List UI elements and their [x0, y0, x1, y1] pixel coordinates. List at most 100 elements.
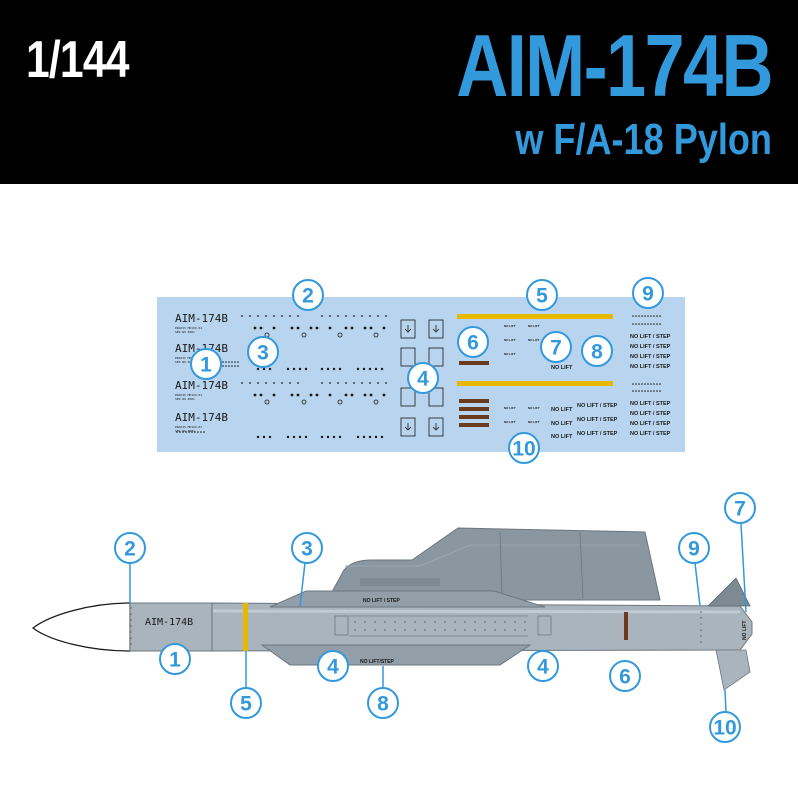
dot-row-1b: [256, 367, 384, 371]
svg-text:7: 7: [734, 498, 746, 521]
missile-upper-fin: [707, 577, 751, 607]
svg-text:4: 4: [537, 656, 549, 679]
page-subtitle: w F/A-18 Pylon: [515, 115, 772, 164]
svg-text:8: 8: [377, 693, 389, 716]
dot-row-1d: [256, 435, 384, 439]
stencil-small: NO LIFT: [504, 352, 516, 356]
stencil-no-lift-step: NO LIFT / STEP: [630, 334, 671, 340]
callout-sheet-10: 10: [508, 432, 540, 464]
callout-sheet-4: 4: [407, 362, 439, 394]
callout-sheet-7: 7: [540, 331, 572, 363]
dot-row-3b: [253, 393, 386, 397]
dot-row-2: [241, 315, 387, 317]
header-bar: 1/144 AIM-174B w F/A-18 Pylon: [0, 0, 798, 184]
decal-no-lift-stencils: NO LIFT NO LIFT NO LIFT NO LIFT NO LIFT …: [551, 365, 618, 440]
dot-row-2b: [241, 382, 387, 384]
callout-sheet-6: 6: [457, 326, 489, 358]
svg-text:3: 3: [257, 342, 269, 365]
missile-lower-fin: [715, 649, 751, 691]
small-circle-markers: [264, 332, 379, 405]
decal-name-3: AIM-174B: [175, 379, 228, 392]
svg-text:3: 3: [301, 538, 313, 561]
pylon-illustration: [332, 527, 661, 601]
svg-text:2: 2: [124, 538, 136, 561]
svg-text:6: 6: [467, 332, 479, 355]
missile-yellow-band: [243, 603, 248, 651]
decal-name-4: AIM-174B: [175, 411, 228, 424]
missile-radome: [32, 602, 131, 652]
decal-small-text: PRAXIS MK1XX-01: [175, 326, 202, 330]
stencil-small: NO LIFT: [504, 406, 516, 410]
stencil-small: NO LIFT: [528, 406, 540, 410]
decal-name-1: AIM-174B: [175, 312, 228, 325]
stencil-no-lift-step: NO LIFT / STEP: [630, 401, 671, 407]
stencil-no-lift-step: NO LIFT / STEP: [630, 431, 671, 437]
callout-sheet-9: 9: [632, 277, 664, 309]
stencil-no-lift-step: NO LIFT / STEP: [630, 364, 671, 370]
page-title: AIM-174B: [456, 16, 773, 115]
decal-brown-stripes: [459, 361, 489, 427]
svg-text:8: 8: [591, 341, 603, 364]
pylon-stencil-top: NO LIFT / STEP: [363, 598, 400, 604]
callout-side-2: 2: [114, 532, 146, 564]
stencil-no-lift: NO LIFT: [551, 434, 573, 440]
callout-side-5: 5: [230, 687, 262, 719]
stencil-no-lift: NO LIFT: [551, 421, 573, 427]
callout-side-10: 10: [709, 711, 741, 743]
missile-name-stencil: AIM-174B: [145, 617, 193, 628]
callout-side-3: 3: [291, 532, 323, 564]
callout-side-4a: 4: [317, 650, 349, 682]
decal-small-text: PRAXIS MK1XX-01: [175, 425, 202, 429]
svg-text:7: 7: [550, 337, 562, 360]
callout-sheet-8: 8: [581, 335, 613, 367]
stencil-no-lift-step: NO LIFT / STEP: [630, 421, 671, 427]
decal-small-text: SER NO 0001: [175, 397, 195, 401]
decal-small-text: SER NO 0001: [175, 360, 195, 364]
callout-sheet-5: 5: [526, 279, 558, 311]
fin-stencil: NO LIFT: [742, 621, 748, 640]
dot-row-3a: [253, 326, 386, 330]
missile-illustration: AIM-174B NO LIFT / STEP NO LIFT/STEP NO …: [32, 577, 753, 691]
pylon-lower-fairing: [260, 644, 532, 666]
stencil-small: NO LIFT: [528, 324, 540, 328]
svg-text:1: 1: [169, 649, 181, 672]
callout-sheet-1: 1: [190, 348, 222, 380]
callout-side-6: 6: [609, 660, 641, 692]
svg-text:5: 5: [536, 285, 548, 308]
stencil-no-lift-step: NO LIFT / STEP: [577, 431, 618, 437]
stencil-small: NO LIFT: [504, 420, 516, 424]
stencil-small: NO LIFT: [528, 420, 540, 424]
pylon-top-fairing: [269, 590, 546, 608]
stencil-no-lift-step: NO LIFT / STEP: [630, 354, 671, 360]
decal-small-text: SER NO 0001: [175, 429, 195, 433]
svg-text:9: 9: [688, 538, 700, 561]
decal-yellow-stripes: [457, 314, 613, 386]
stencil-no-lift: NO LIFT: [551, 407, 573, 413]
svg-text:10: 10: [713, 717, 736, 740]
decal-small-stencils: NO LIFT NO LIFT NO LIFT NO LIFT NO LIFT …: [504, 324, 540, 424]
svg-text:2: 2: [302, 285, 314, 308]
scale-label: 1/144: [26, 31, 129, 89]
decal-small-text: PRAXIS MK1XX-01: [175, 356, 202, 360]
stencil-no-lift-step: NO LIFT / STEP: [630, 344, 671, 350]
svg-text:1: 1: [200, 354, 212, 377]
svg-text:10: 10: [512, 438, 535, 461]
stencil-small: NO LIFT: [504, 338, 516, 342]
callout-sheet-2: 2: [292, 279, 324, 311]
decal-small-text: PRAXIS MK1XX-01: [175, 393, 202, 397]
callout-side-4b: 4: [527, 650, 559, 682]
stencil-no-lift-step: NO LIFT / STEP: [630, 411, 671, 417]
stencil-no-lift-step: NO LIFT / STEP: [577, 403, 618, 409]
svg-text:4: 4: [327, 656, 339, 679]
dot-grid-1: [176, 361, 239, 433]
svg-text:9: 9: [642, 283, 654, 306]
svg-text:5: 5: [240, 693, 252, 716]
decal-dot-rows: [176, 315, 387, 439]
callout-sheet-3: 3: [247, 336, 279, 368]
leader-lines: [129, 523, 747, 713]
stencil-small: NO LIFT: [528, 338, 540, 342]
stencil-small: NO LIFT: [504, 324, 516, 328]
svg-text:4: 4: [417, 368, 429, 391]
decal-access-panels: [400, 319, 444, 437]
